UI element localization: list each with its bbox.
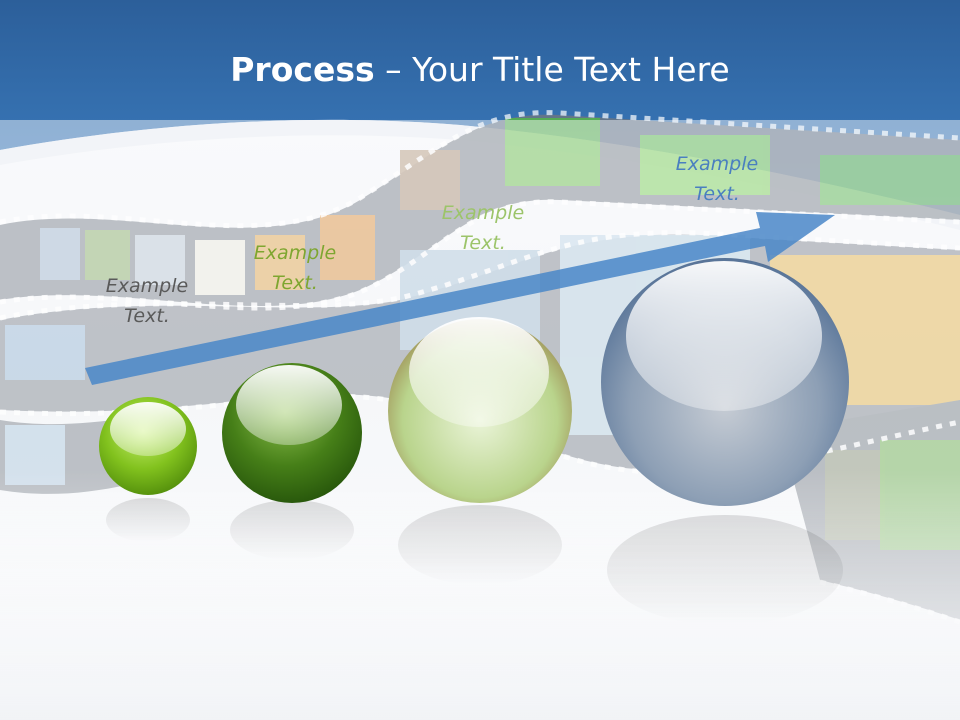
sphere-step-2 — [222, 363, 362, 503]
step-1-line2: Text. — [124, 305, 170, 327]
step-2-line2: Text. — [272, 272, 318, 294]
step-4-line1: Example — [675, 153, 759, 175]
step-1-line1: Example — [105, 275, 189, 297]
slide-title: Process – Your Title Text Here — [0, 50, 960, 90]
step-label-2: Example Text. — [230, 238, 360, 298]
step-label-1: Example Text. — [82, 271, 212, 331]
step-label-3: Example Text. — [418, 198, 548, 258]
sphere-step-3 — [388, 317, 572, 503]
step-3-line2: Text. — [460, 232, 506, 254]
title-bold: Process — [230, 50, 375, 89]
sphere-step-4 — [601, 258, 849, 506]
step-2-line1: Example — [253, 242, 337, 264]
progress-arrow — [85, 212, 835, 385]
sphere-step-1 — [99, 397, 197, 495]
step-4-line2: Text. — [694, 183, 740, 205]
title-rest: – Your Title Text Here — [374, 50, 730, 89]
step-label-4: Example Text. — [652, 149, 782, 209]
step-3-line1: Example — [441, 202, 525, 224]
